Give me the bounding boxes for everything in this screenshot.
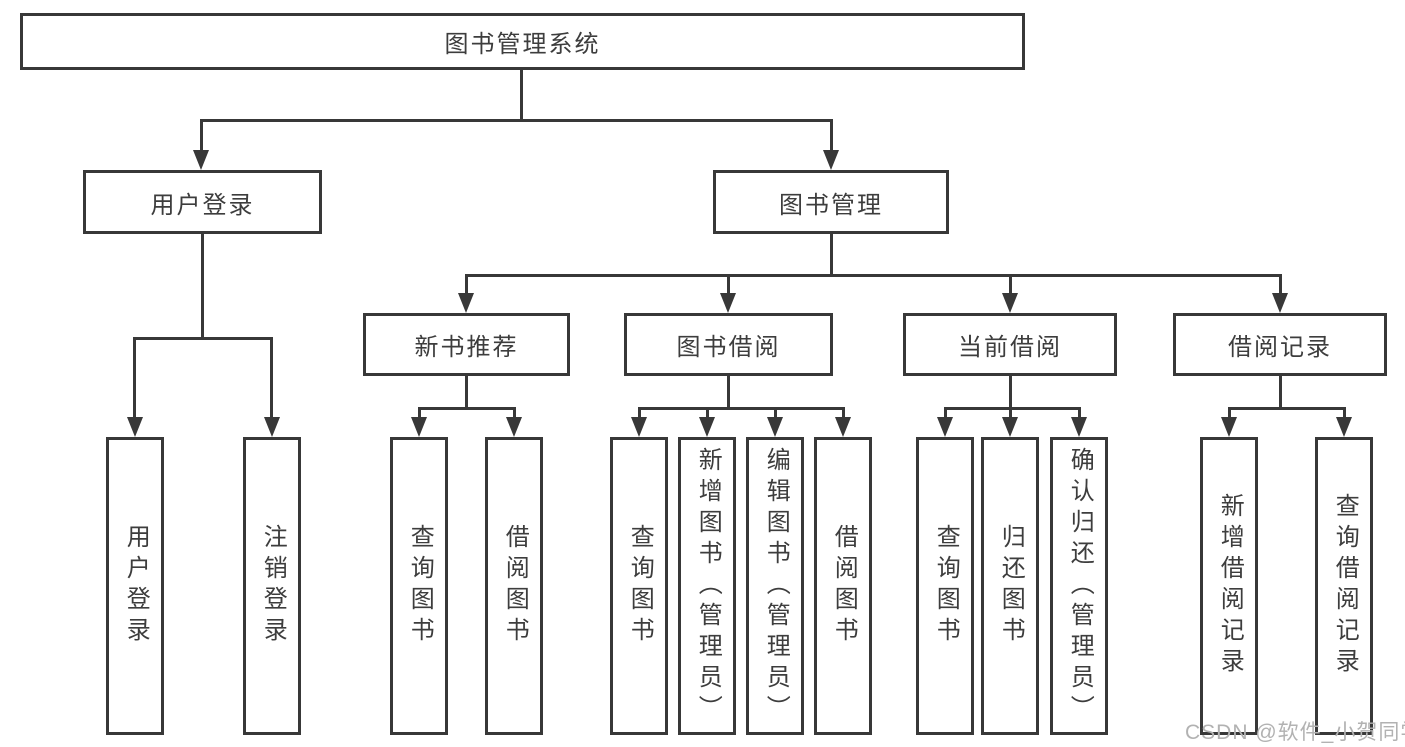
arrowhead-down-icon: [1221, 417, 1237, 437]
connector-book-management-stem: [830, 234, 833, 276]
connector-drop-leaf: [1228, 407, 1231, 419]
connector-records-rail: [1228, 407, 1346, 410]
connector-drop-leaf: [842, 407, 845, 419]
connector-records-stem: [1279, 376, 1282, 409]
leaf-logout-label: 注销登录: [259, 524, 287, 648]
arrowhead-down-icon: [767, 417, 783, 437]
connector-drop-leaf: [1343, 407, 1346, 419]
connector-user-login-stem: [201, 234, 204, 339]
node-book-borrowing: 图书借阅: [624, 313, 833, 376]
node-user-login-label: 用户登录: [150, 191, 255, 219]
connector-drop-level3: [465, 274, 468, 295]
arrowhead-down-icon: [1336, 417, 1352, 437]
leaf-current-query-book: 查询图书: [916, 437, 974, 735]
connector-new-book-rail: [418, 407, 516, 410]
node-new-book-recommend-label: 新书推荐: [414, 334, 519, 361]
connector-drop-leaf: [1078, 407, 1081, 419]
node-root-label: 图书管理系统: [444, 31, 601, 58]
connector-current-borrow-rail: [944, 407, 1081, 410]
connector-drop-leaf: [513, 407, 516, 419]
leaf-borrow-borrow-book-label: 借阅图书: [830, 524, 858, 648]
arrowhead-down-icon: [823, 150, 839, 170]
connector-current-borrow-stem: [1009, 376, 1012, 409]
connector-drop-level3: [1279, 274, 1282, 295]
connector-drop-leaf: [638, 407, 641, 419]
leaf-user-login: 用户登录: [106, 437, 164, 735]
connector-user-login-rail: [133, 337, 273, 340]
connector-drop-level3: [727, 274, 730, 295]
connector-root-rail: [200, 119, 832, 122]
leaf-borrow-edit-book-admin-label: 编辑图书（管理员）: [762, 446, 790, 726]
arrowhead-down-icon: [720, 293, 736, 313]
node-borrowing-records-label: 借阅记录: [1228, 334, 1332, 361]
leaf-recommend-query-book: 查询图书: [390, 437, 448, 735]
leaf-records-add-record-label: 新增借阅记录: [1216, 493, 1244, 679]
node-user-login: 用户登录: [83, 170, 322, 234]
connector-drop-leaf: [944, 407, 947, 419]
node-current-borrowing: 当前借阅: [903, 313, 1117, 376]
leaf-user-login-label: 用户登录: [122, 524, 150, 648]
leaf-current-confirm-return-admin-label: 确认归还（管理员）: [1066, 446, 1094, 726]
connector-root-stem: [520, 70, 523, 120]
node-current-borrowing-label: 当前借阅: [958, 334, 1062, 361]
arrowhead-down-icon: [699, 417, 715, 437]
leaf-records-add-record: 新增借阅记录: [1200, 437, 1258, 735]
connector-book-borrow-rail: [638, 407, 845, 410]
leaf-borrow-query-book: 查询图书: [610, 437, 668, 735]
leaf-records-query-record-label: 查询借阅记录: [1331, 493, 1359, 679]
leaf-current-return-book-label: 归还图书: [997, 524, 1025, 648]
arrowhead-down-icon: [411, 417, 427, 437]
leaf-borrow-query-book-label: 查询图书: [626, 524, 654, 648]
arrowhead-down-icon: [1002, 417, 1018, 437]
arrowhead-down-icon: [193, 150, 209, 170]
connector-level3-rail: [465, 274, 1282, 277]
connector-book-borrow-stem: [727, 376, 730, 409]
node-root: 图书管理系统: [20, 13, 1025, 70]
node-book-borrowing-label: 图书借阅: [676, 334, 781, 361]
leaf-current-query-book-label: 查询图书: [932, 524, 960, 648]
arrowhead-down-icon: [458, 293, 474, 313]
leaf-current-return-book: 归还图书: [981, 437, 1039, 735]
connector-drop-leaf: [774, 407, 777, 419]
connector-drop-user-login: [200, 119, 203, 152]
node-new-book-recommend: 新书推荐: [363, 313, 570, 376]
node-book-management: 图书管理: [713, 170, 949, 234]
arrowhead-down-icon: [1071, 417, 1087, 437]
connector-drop-level3: [1009, 274, 1012, 295]
leaf-borrow-edit-book-admin: 编辑图书（管理员）: [746, 437, 804, 735]
connector-new-book-stem: [465, 376, 468, 409]
arrowhead-down-icon: [1002, 293, 1018, 313]
arrowhead-down-icon: [506, 417, 522, 437]
leaf-logout: 注销登录: [243, 437, 301, 735]
leaf-borrow-borrow-book: 借阅图书: [814, 437, 872, 735]
connector-drop-book-management: [830, 119, 833, 152]
connector-drop-leaf: [270, 337, 273, 419]
leaf-borrow-add-book-admin-label: 新增图书（管理员）: [694, 446, 722, 726]
connector-drop-leaf: [706, 407, 709, 419]
node-borrowing-records: 借阅记录: [1173, 313, 1387, 376]
arrowhead-down-icon: [127, 417, 143, 437]
leaf-recommend-borrow-book: 借阅图书: [485, 437, 543, 735]
leaf-records-query-record: 查询借阅记录: [1315, 437, 1373, 735]
node-book-management-label: 图书管理: [779, 191, 883, 219]
arrowhead-down-icon: [264, 417, 280, 437]
connector-drop-leaf: [418, 407, 421, 419]
leaf-recommend-borrow-book-label: 借阅图书: [501, 524, 529, 648]
leaf-borrow-add-book-admin: 新增图书（管理员）: [678, 437, 736, 735]
connector-drop-leaf: [1009, 407, 1012, 419]
leaf-current-confirm-return-admin: 确认归还（管理员）: [1050, 437, 1108, 735]
watermark-text: CSDN @软件_小贺同学: [1185, 721, 1405, 744]
arrowhead-down-icon: [631, 417, 647, 437]
arrowhead-down-icon: [937, 417, 953, 437]
leaf-recommend-query-book-label: 查询图书: [406, 524, 434, 648]
arrowhead-down-icon: [1272, 293, 1288, 313]
arrowhead-down-icon: [835, 417, 851, 437]
connector-drop-leaf: [133, 337, 136, 419]
